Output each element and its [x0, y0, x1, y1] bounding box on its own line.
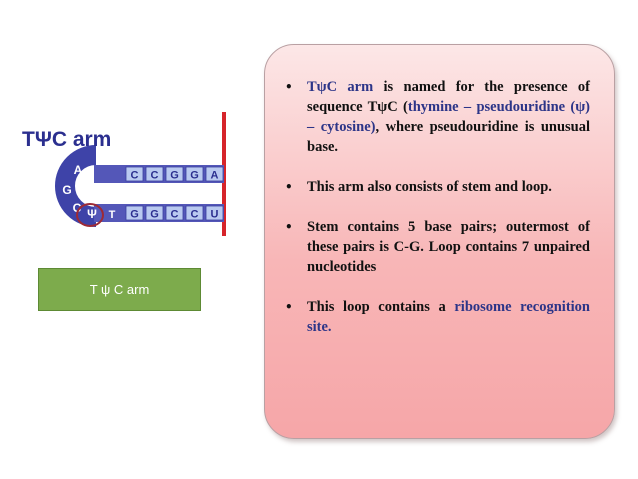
bottom-base-letter: U	[211, 209, 219, 221]
bullet-text: This arm also consists of stem and loop.	[307, 179, 552, 195]
top-base-box	[205, 166, 224, 182]
bottom-base-letter: T	[109, 209, 116, 221]
bottom-base-box	[145, 205, 164, 221]
loop-base-letter: G	[62, 183, 71, 197]
bullet-text: This loop contains a	[307, 299, 455, 315]
top-base-box	[145, 166, 164, 182]
bullet-dot: •	[285, 80, 293, 94]
top-base-box	[125, 166, 144, 182]
bullet-text: , where pseudouridine is unusual base.	[307, 119, 591, 155]
figure-title: TΨC arm	[22, 128, 112, 151]
tpsic-arm-label-box: T ψ C arm	[38, 268, 201, 311]
bottom-base-letter: C	[171, 209, 179, 221]
bottom-base-box	[165, 205, 184, 221]
bullet-item: • TψC arm is named for the presence of se…	[285, 77, 590, 157]
top-base-letter: A	[211, 170, 219, 182]
content-card: • TψC arm is named for the presence of se…	[264, 44, 615, 439]
bullet-item: • This arm also consists of stem and loop…	[285, 177, 590, 197]
top-base-letter: C	[131, 170, 139, 182]
bottom-base-letter: G	[130, 209, 139, 221]
tpsic-arm-label-text: T ψ C arm	[89, 282, 150, 297]
top-base-box	[165, 166, 184, 182]
highlighted-text: ribosome recognition site.	[307, 299, 590, 335]
bottom-base-box	[205, 205, 224, 221]
bottom-base-letter: C	[191, 209, 199, 221]
loop-base-letter: Ψ	[87, 207, 97, 221]
top-base-letter: C	[151, 170, 159, 182]
psi-highlight-circle	[76, 203, 104, 227]
bottom-base-box	[185, 205, 204, 221]
bullet-list: • TψC arm is named for the presence of se…	[285, 77, 590, 357]
loop-base-letter: A	[74, 163, 83, 177]
bullet-dot: •	[285, 300, 293, 314]
highlighted-text: TψC arm	[307, 79, 384, 95]
bullet-text: is named for the presence of sequence Tψ…	[307, 79, 590, 115]
bullet-dot: •	[285, 180, 293, 194]
bullet-dot: •	[285, 220, 293, 234]
top-base-box	[185, 166, 204, 182]
highlighted-text: thymine – pseudouridine (ψ) – cytosine)	[307, 99, 591, 135]
loop-base-letter: U	[98, 153, 107, 167]
bullet-item: • Stem contains 5 base pairs; outermost o…	[285, 217, 590, 277]
loop-base-letter: C	[73, 201, 82, 215]
top-base-letter: G	[170, 170, 179, 182]
bottom-base-box	[125, 205, 144, 221]
bullet-item: • This loop contains a ribosome recogniti…	[285, 297, 590, 337]
bottom-base-letter: G	[150, 209, 159, 221]
loop-arc	[55, 145, 97, 227]
top-base-letter: G	[190, 170, 199, 182]
bullet-text: Stem contains 5 base pairs; outermost of…	[307, 219, 590, 275]
